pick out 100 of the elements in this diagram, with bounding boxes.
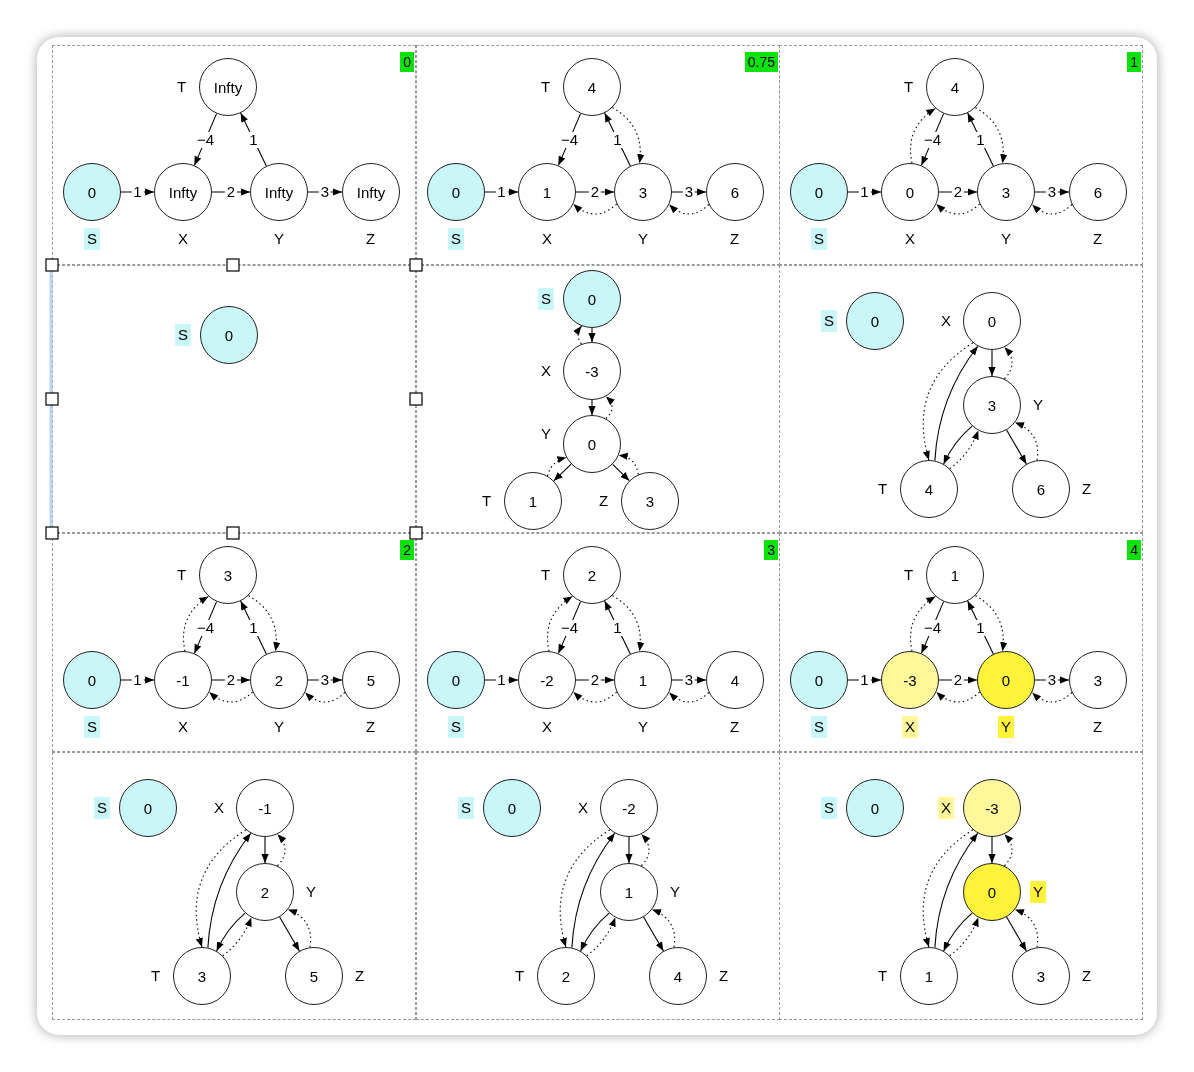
dotted-arrow [247, 595, 281, 652]
distance-value: 3 [1093, 671, 1103, 689]
panel-frame [779, 265, 1143, 533]
distance-value: 0 [814, 671, 824, 689]
vertex-name: T [150, 966, 162, 986]
dotted-arrow [922, 829, 974, 948]
distance-value: 5 [309, 967, 319, 985]
vertex-name: T [514, 966, 526, 986]
arrow [847, 676, 882, 684]
distance-value: Infty [264, 183, 294, 201]
vertex-name: Y [637, 717, 649, 737]
dotted-arrow [276, 833, 287, 867]
distance-value: 0 [451, 671, 461, 689]
vertex-name: Y [669, 882, 681, 902]
vertex-name: Y [998, 716, 1014, 738]
dotted-arrow [1014, 422, 1039, 461]
edge-label: 1 [131, 672, 144, 688]
arrow [193, 601, 218, 654]
vertex-name: T [877, 479, 889, 499]
arrow [484, 188, 519, 196]
arrow [625, 836, 633, 864]
distance-value: 0 [814, 183, 824, 201]
edge-label: 3 [318, 672, 332, 688]
vertex-name: T [540, 565, 552, 585]
arrow [211, 188, 251, 196]
dotted-arrow [974, 107, 1008, 164]
distance-value: Infty [168, 183, 198, 201]
arrow [988, 349, 996, 377]
dotted-arrow [910, 107, 936, 164]
arrow [920, 113, 945, 166]
dotted-arrow [640, 833, 651, 867]
dotted-arrow [910, 595, 936, 652]
distance-value: 5 [366, 671, 376, 689]
vertex-name: Y [1030, 881, 1046, 903]
vertex-name: Y [273, 717, 285, 737]
panel-frame [779, 45, 1143, 265]
arrow [934, 832, 979, 949]
dotted-arrow [208, 691, 254, 703]
distance-value: 1 [624, 883, 634, 901]
distance-value: 3 [1001, 183, 1011, 201]
distance-value: 2 [561, 967, 571, 985]
dotted-arrow [183, 595, 209, 652]
distance-value: 0 [224, 326, 234, 344]
edge-label: 2 [588, 184, 602, 200]
vertex-name: Z [598, 491, 610, 511]
panel-frame [779, 533, 1143, 752]
dotted-arrow [573, 325, 583, 345]
vertex-name: T [903, 77, 915, 97]
arrow [207, 832, 252, 949]
distance-value: 0 [870, 312, 880, 330]
arrow [557, 601, 582, 654]
step-tag: 2 [400, 540, 414, 560]
distance-value: -1 [258, 799, 272, 817]
vertex-name: X [177, 717, 189, 737]
edge-label: 2 [951, 184, 965, 200]
arrow [988, 836, 996, 864]
arrow [571, 832, 616, 949]
vertex-name: X [577, 798, 589, 818]
panel-frame [416, 265, 780, 533]
distance-value: 4 [673, 967, 683, 985]
vertex-name: X [213, 798, 225, 818]
distance-value: 1 [528, 492, 538, 510]
dotted-arrow [572, 691, 618, 703]
dotted-arrow [611, 107, 645, 164]
distance-value: 3 [197, 967, 207, 985]
distance-value: 4 [730, 671, 740, 689]
distance-value: -1 [176, 671, 190, 689]
dotted-arrow [668, 203, 710, 215]
vertex-name: Z [729, 229, 741, 249]
vertex-name: Y [637, 229, 649, 249]
distance-value: 4 [950, 78, 960, 96]
dotted-arrow [605, 395, 615, 420]
distance-value: Infty [213, 78, 243, 96]
step-tag: 1 [1127, 52, 1141, 72]
distance-value: 0 [1001, 671, 1011, 689]
dotted-arrow [1014, 909, 1039, 948]
arrow [575, 676, 615, 684]
vertex-name: X [540, 361, 552, 381]
dotted-arrow [922, 342, 974, 461]
dotted-arrow [222, 917, 252, 957]
dotted-arrow [611, 595, 645, 652]
arrow [120, 188, 155, 196]
distance-value: 3 [1036, 967, 1046, 985]
vertex-name: S [94, 797, 110, 819]
distance-value: -3 [903, 671, 917, 689]
arrow [261, 836, 269, 864]
arrow [193, 113, 218, 166]
edge-label: 1 [495, 184, 508, 200]
step-tag: 4 [1127, 540, 1141, 560]
edge-label: 1 [495, 672, 508, 688]
arrow [580, 912, 610, 952]
dotted-arrow [572, 203, 618, 215]
distance-value: 0 [905, 183, 915, 201]
distance-value: 0 [587, 290, 597, 308]
vertex-name: S [538, 288, 554, 310]
vertex-name: Z [729, 717, 741, 737]
vertex-name: Z [1092, 229, 1104, 249]
vertex-name: T [176, 565, 188, 585]
panel-frame [779, 752, 1143, 1020]
distance-value: 0 [143, 799, 153, 817]
